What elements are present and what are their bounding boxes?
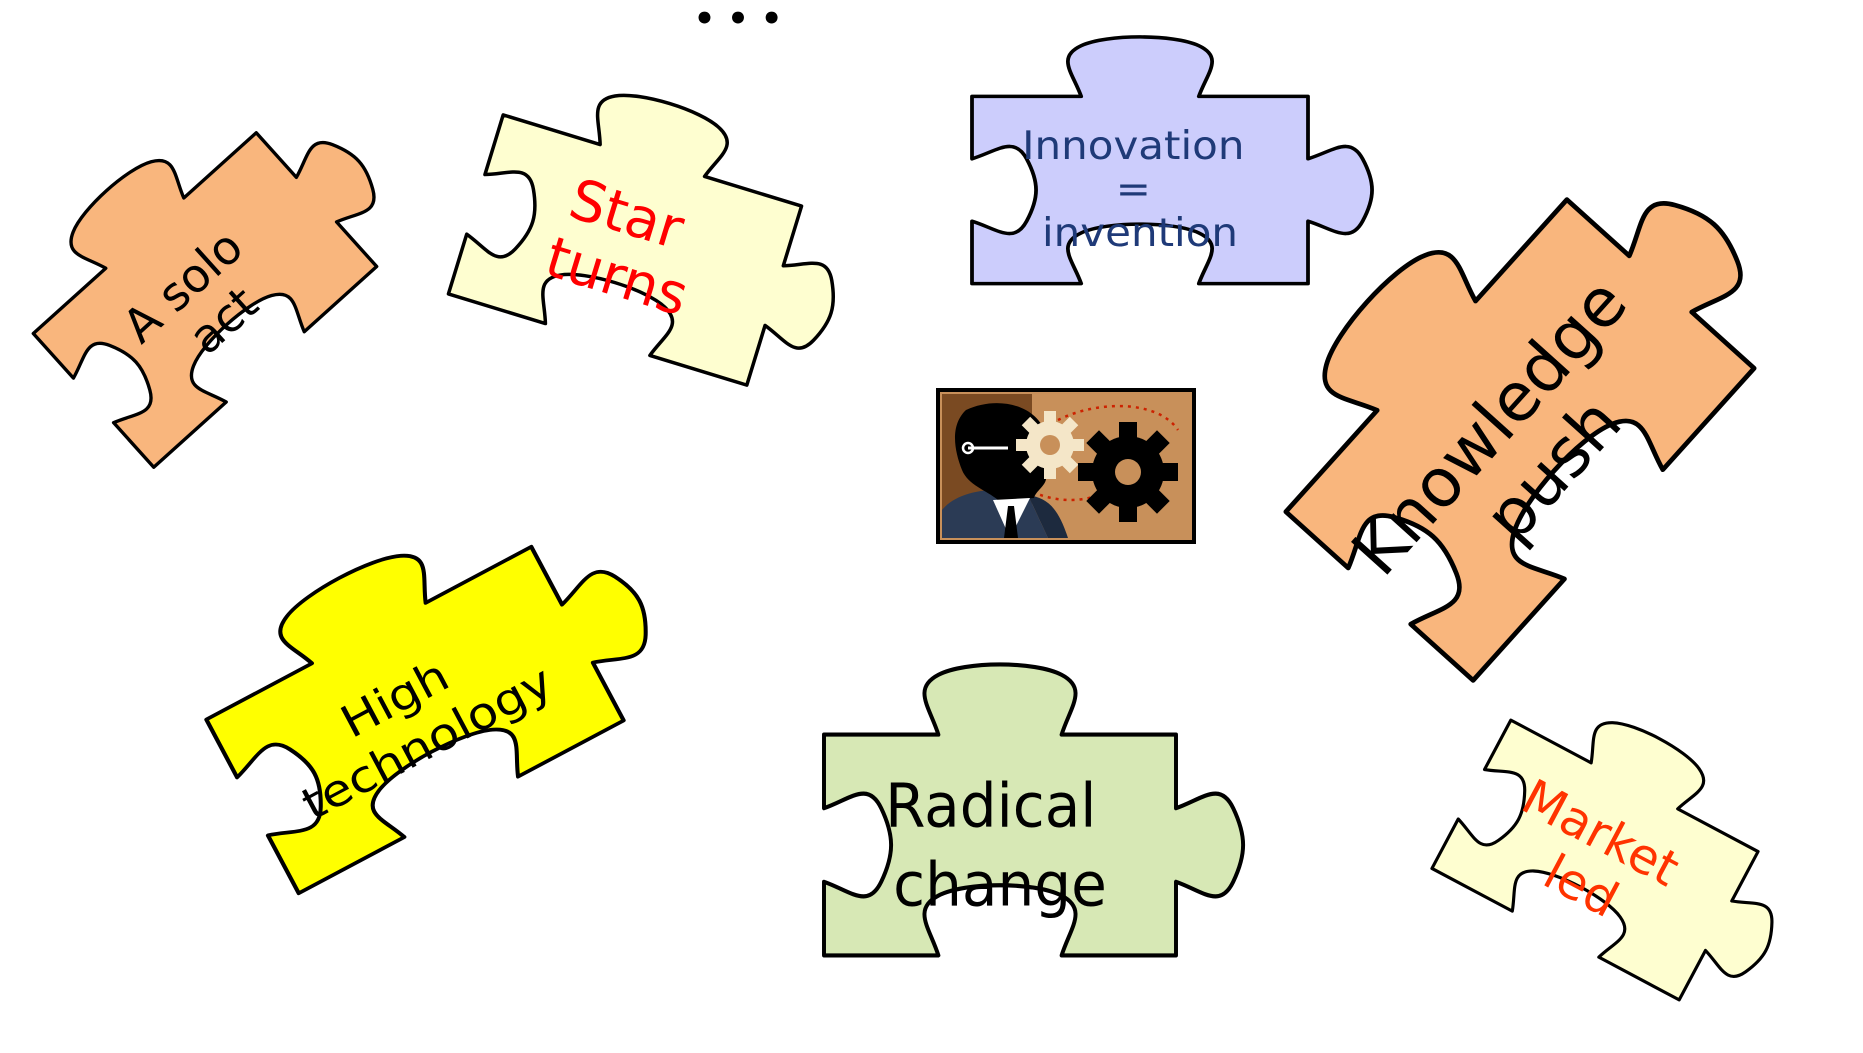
puzzle-piece-a-solo-act: A solo act [0,50,421,469]
puzzle-piece-innovation-invention: Innovation = invention [970,35,1374,286]
piece-label-line: = [1116,166,1151,212]
puzzle-piece-high-technology: High technology [177,459,686,894]
piece-label-line: Radical [885,771,1096,842]
piece-label-line: change [893,851,1107,922]
piece-label: Radical change [885,771,1115,921]
piece-label-line: invention [1042,210,1238,256]
piece-label: Innovation = invention [1022,122,1258,256]
ellipsis-text: • • • [694,0,783,39]
businessman-gears-icon [936,388,1196,544]
puzzle-piece-market-led: Market led [1430,671,1832,1027]
piece-label-line: Innovation [1022,122,1244,168]
puzzle-piece-star-turns: Star turns [446,56,878,405]
puzzle-piece-radical-change: Radical change [824,664,1243,955]
